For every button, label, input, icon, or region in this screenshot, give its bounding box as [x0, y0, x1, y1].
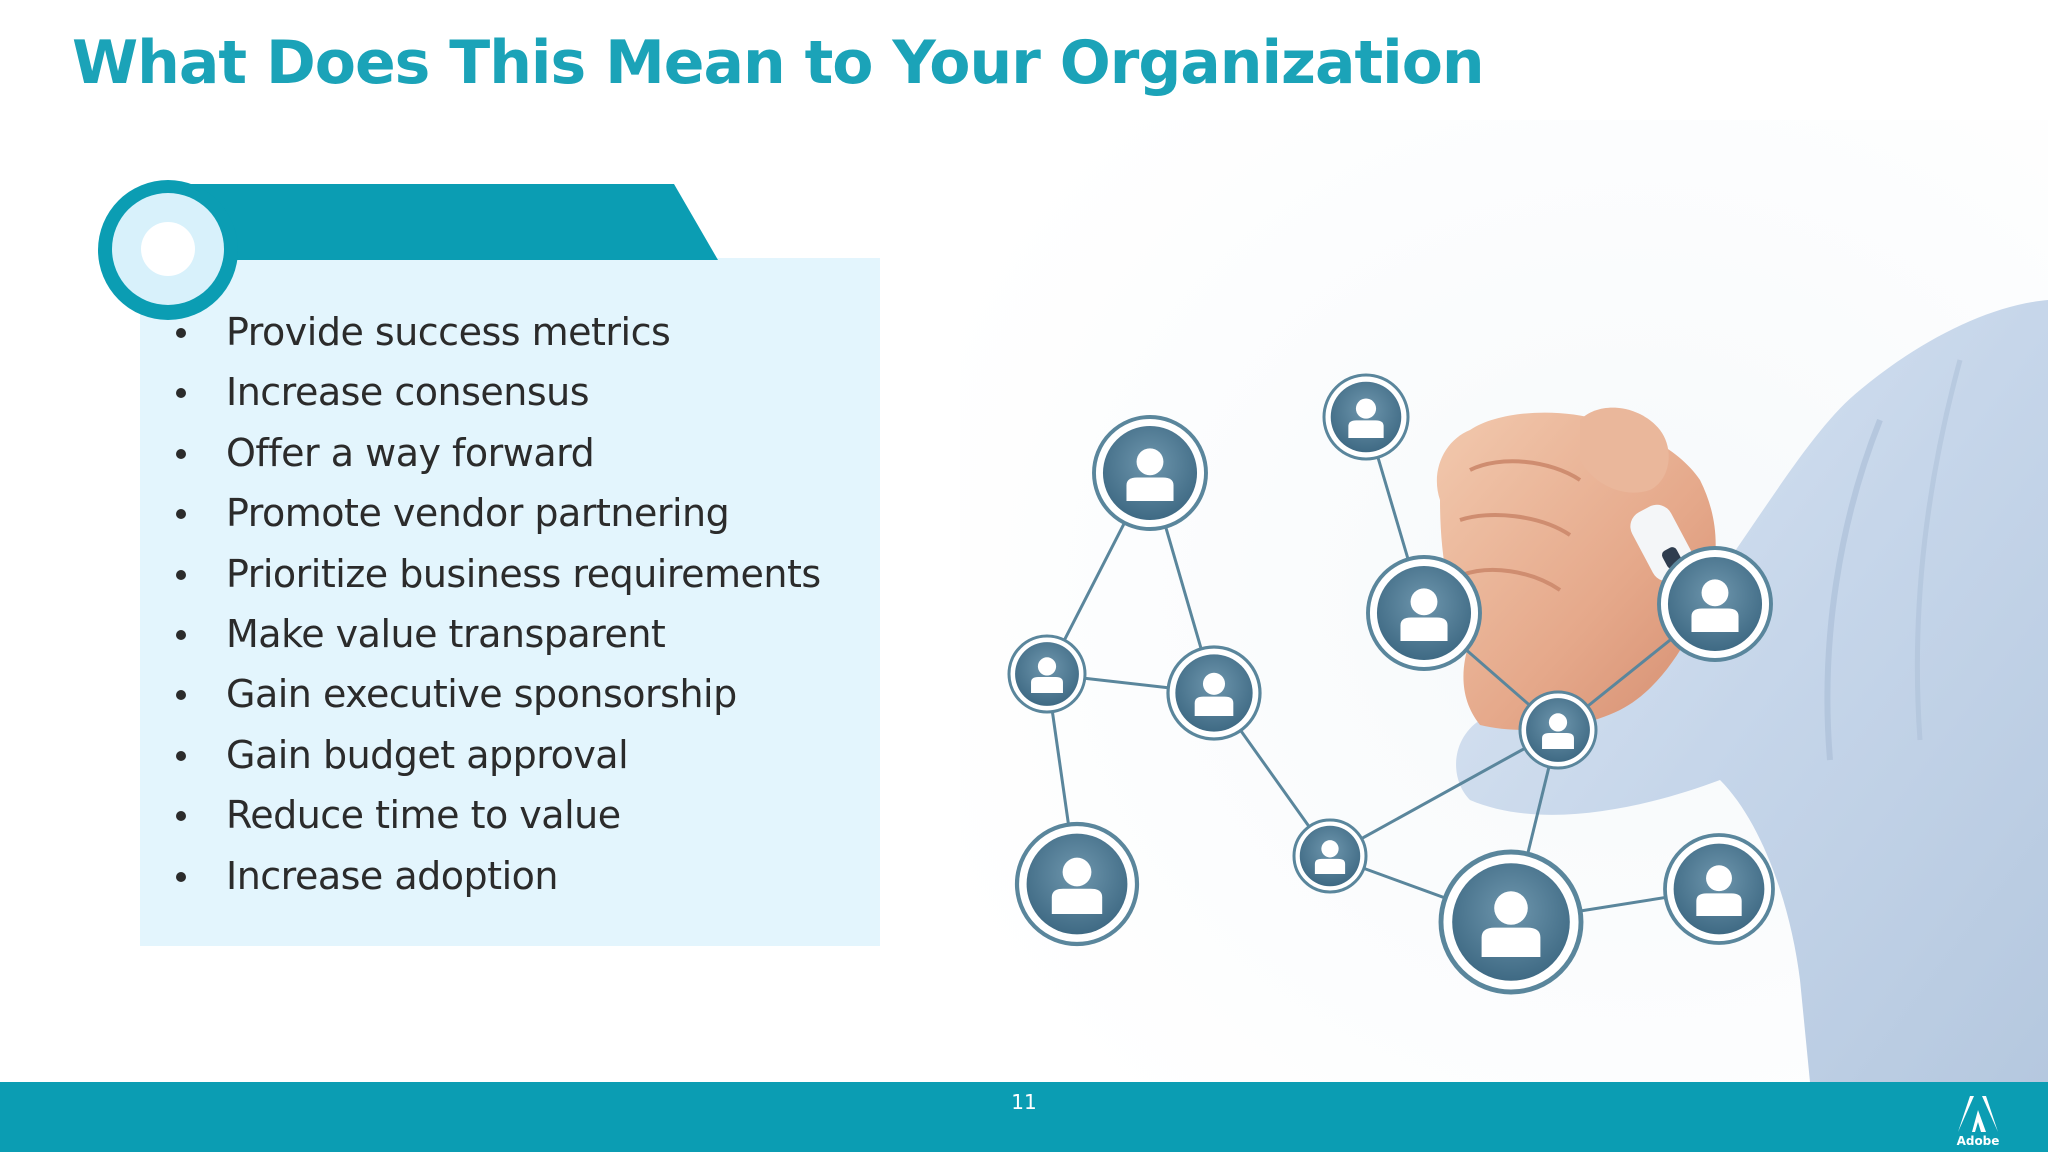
bullet-text: Promote vendor partnering — [226, 491, 730, 536]
adobe-logo-text: Adobe — [1956, 1134, 2000, 1148]
network-nodes — [1007, 373, 1775, 995]
bullet-text: Prioritize business requirements — [226, 551, 821, 596]
person-node-icon — [1166, 645, 1262, 741]
person-node-icon — [1322, 373, 1410, 461]
shirt-sleeve — [1456, 300, 2048, 1082]
bullet-text: Increase adoption — [226, 853, 558, 898]
bullet-text: Gain budget approval — [226, 732, 629, 777]
bullet-dot-icon — [176, 569, 186, 580]
bullet-text: Gain executive sponsorship — [226, 672, 737, 717]
page-number: 11 — [1011, 1090, 1037, 1114]
bullet-dot-icon — [176, 690, 186, 701]
bullet-text: Increase consensus — [226, 370, 590, 415]
bullet-item: Reduce time to value — [170, 785, 821, 845]
bullet-item: Promote vendor partnering — [170, 483, 821, 543]
bullet-dot-icon — [176, 328, 186, 338]
bullet-item: Increase adoption — [170, 846, 821, 906]
bullet-panel — [140, 258, 880, 946]
bullet-item: Provide success metrics — [170, 302, 821, 362]
adobe-logo-icon: Adobe — [1956, 1094, 2000, 1148]
adobe-logo-mark — [1958, 1096, 1998, 1132]
bullet-item: Make value transparent — [170, 604, 821, 664]
bullet-dot-icon — [176, 811, 186, 822]
bullet-item: Increase consensus — [170, 362, 821, 422]
bullet-item: Prioritize business requirements — [170, 544, 821, 604]
bullet-text: Provide success metrics — [226, 310, 671, 354]
bullet-dot-icon — [176, 509, 186, 520]
footer-bar — [0, 1082, 2048, 1152]
bullet-dot-icon — [176, 448, 186, 459]
finger — [1580, 407, 1669, 493]
person-node-icon — [1007, 634, 1087, 714]
person-node-icon — [1292, 818, 1368, 894]
person-node-icon — [1438, 849, 1584, 995]
bullet-dot-icon — [176, 871, 186, 882]
person-node-icon — [1092, 415, 1208, 531]
bullet-item: Gain executive sponsorship — [170, 664, 821, 724]
panel-header-band — [170, 184, 718, 260]
network-illustration — [960, 120, 2048, 1082]
finger — [1459, 513, 1572, 537]
finger — [1469, 459, 1582, 482]
shirt-fold — [1824, 418, 1883, 761]
slide-title: What Does This Mean to Your Organization — [72, 28, 1485, 98]
bullet-item: Offer a way forward — [170, 423, 821, 483]
bullet-text: Reduce time to value — [226, 793, 621, 838]
finger — [1461, 568, 1562, 592]
person-node-icon — [1366, 555, 1482, 671]
hand — [1436, 412, 1716, 730]
bullet-dot-icon — [176, 629, 186, 640]
person-node-icon — [1657, 546, 1773, 662]
circle-ornament-center — [141, 222, 195, 276]
bullet-text: Make value transparent — [226, 611, 666, 656]
shirt-fold — [1914, 359, 1963, 741]
person-node-icon — [1518, 690, 1598, 770]
bullet-dot-icon — [176, 388, 186, 399]
person-node-icon — [1014, 821, 1140, 947]
bullet-item: Gain budget approval — [170, 725, 821, 785]
person-node-icon — [1663, 833, 1775, 945]
bullet-text: Offer a way forward — [226, 430, 595, 475]
bullet-dot-icon — [176, 750, 186, 761]
bullet-list: Provide success metrics Increase consens… — [170, 302, 821, 906]
